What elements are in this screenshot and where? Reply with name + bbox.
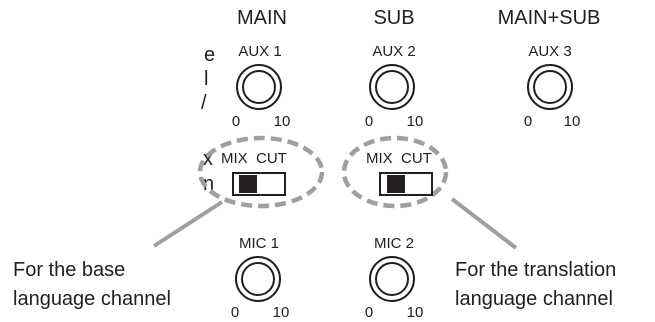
aux3-min: 0 — [524, 113, 532, 130]
aux2-knob: AUX 2 0 10 — [365, 43, 424, 130]
aux2-max: 10 — [407, 113, 424, 130]
mix-cut-switch-left: MIX CUT — [197, 135, 325, 209]
highlight-ellipse-left — [197, 135, 325, 209]
callout-base-line1: For the base — [13, 259, 125, 281]
mic1-min: 0 — [231, 304, 239, 321]
switch-left-knob — [239, 175, 257, 193]
mic2-min: 0 — [365, 304, 373, 321]
aux3-knob-inner — [533, 70, 567, 104]
aux2-min: 0 — [365, 113, 373, 130]
aux3-label: AUX 3 — [528, 43, 571, 60]
aux1-max: 10 — [274, 113, 291, 130]
aux1-label: AUX 1 — [238, 43, 281, 60]
header-main: MAIN — [237, 7, 287, 29]
highlight-ellipse-right — [341, 135, 449, 209]
aux1-knob-inner — [242, 70, 276, 104]
aux2-label: AUX 2 — [372, 43, 415, 60]
switch-right-knob — [387, 175, 405, 193]
mic2-max: 10 — [407, 304, 424, 321]
clipped-text-line: l — [204, 68, 208, 90]
callout-translation: For the translation language channel — [455, 259, 616, 310]
callout-line-translation — [450, 197, 518, 250]
header-sub: SUB — [373, 7, 414, 29]
mic1-label: MIC 1 — [239, 235, 279, 252]
callout-translation-line1: For the translation — [455, 259, 616, 281]
aux1-min: 0 — [232, 113, 240, 130]
mic1-knob-inner — [241, 262, 275, 296]
callout-base: For the base language channel — [13, 259, 171, 310]
callout-base-line2: language channel — [13, 288, 171, 310]
clipped-text-line: n — [203, 173, 214, 195]
clipped-text-line: / — [201, 92, 207, 114]
mic2-knob-inner — [375, 262, 409, 296]
switch-left-cut-label: CUT — [256, 150, 287, 167]
switch-left-mix-label: MIX — [221, 150, 248, 167]
switch-right-cut-label: CUT — [401, 150, 432, 167]
clipped-left-text: e l / x n — [201, 44, 215, 195]
header-main-sub: MAIN+SUB — [498, 7, 601, 29]
aux1-knob: AUX 1 0 10 — [232, 43, 291, 130]
mic1-knob: MIC 1 0 10 — [231, 235, 290, 321]
aux3-max: 10 — [564, 113, 581, 130]
mix-cut-switch-right: MIX CUT — [341, 135, 449, 209]
mic2-label: MIC 2 — [374, 235, 414, 252]
aux2-knob-inner — [375, 70, 409, 104]
switch-right-mix-label: MIX — [366, 150, 393, 167]
mic2-knob: MIC 2 0 10 — [365, 235, 424, 321]
aux3-knob: AUX 3 0 10 — [524, 43, 581, 130]
callout-line-base — [152, 200, 224, 248]
mic1-max: 10 — [273, 304, 290, 321]
clipped-text-line: x — [203, 148, 213, 170]
callout-translation-line2: language channel — [455, 288, 613, 310]
clipped-text-line: e — [204, 44, 215, 66]
